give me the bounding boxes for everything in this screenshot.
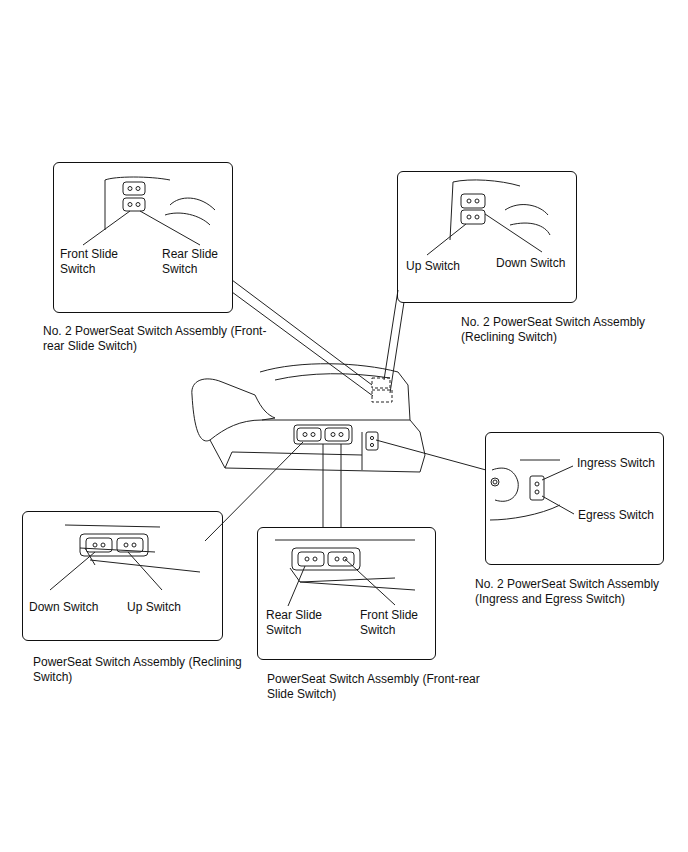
switch-label: Ingress Switch [577,456,667,471]
switch-label: Up Switch [127,600,207,615]
switch-label: Up Switch [406,259,496,274]
assembly-caption: No. 2 PowerSeat Switch Assembly (Ingress… [475,577,688,607]
switch-label: Rear Slide Switch [266,608,346,638]
callout-box: Down SwitchUp SwitchPowerSeat Switch Ass… [22,511,223,641]
detail-c [490,460,574,520]
switch-label: Front Slide Switch [60,247,140,277]
switch-label: Egress Switch [578,508,664,523]
callout-box: Front Slide SwitchRear Slide SwitchNo. 2… [53,162,233,313]
detail-b [427,180,550,255]
callout-box: Ingress SwitchEgress SwitchNo. 2 PowerSe… [485,432,664,565]
switch-label: Down Switch [496,256,576,271]
assembly-caption: No. 2 PowerSeat Switch Assembly (Reclini… [461,315,688,345]
assembly-caption: PowerSeat Switch Assembly (Reclining Swi… [33,655,263,685]
switch-label: Front Slide Switch [360,608,434,638]
seat-body [192,364,425,472]
assembly-caption: No. 2 PowerSeat Switch Assembly (Front-r… [43,324,273,354]
callout-box: Up SwitchDown SwitchNo. 2 PowerSeat Swit… [397,171,577,303]
detail-e [275,540,415,606]
detail-a [83,177,215,245]
assembly-caption: PowerSeat Switch Assembly (Front-rear Sl… [267,672,497,702]
switch-label: Rear Slide Switch [162,247,232,277]
callout-box: Rear Slide SwitchFront Slide SwitchPower… [257,527,436,660]
detail-d [50,525,200,590]
switch-label: Down Switch [29,600,119,615]
leader-line [205,280,486,541]
